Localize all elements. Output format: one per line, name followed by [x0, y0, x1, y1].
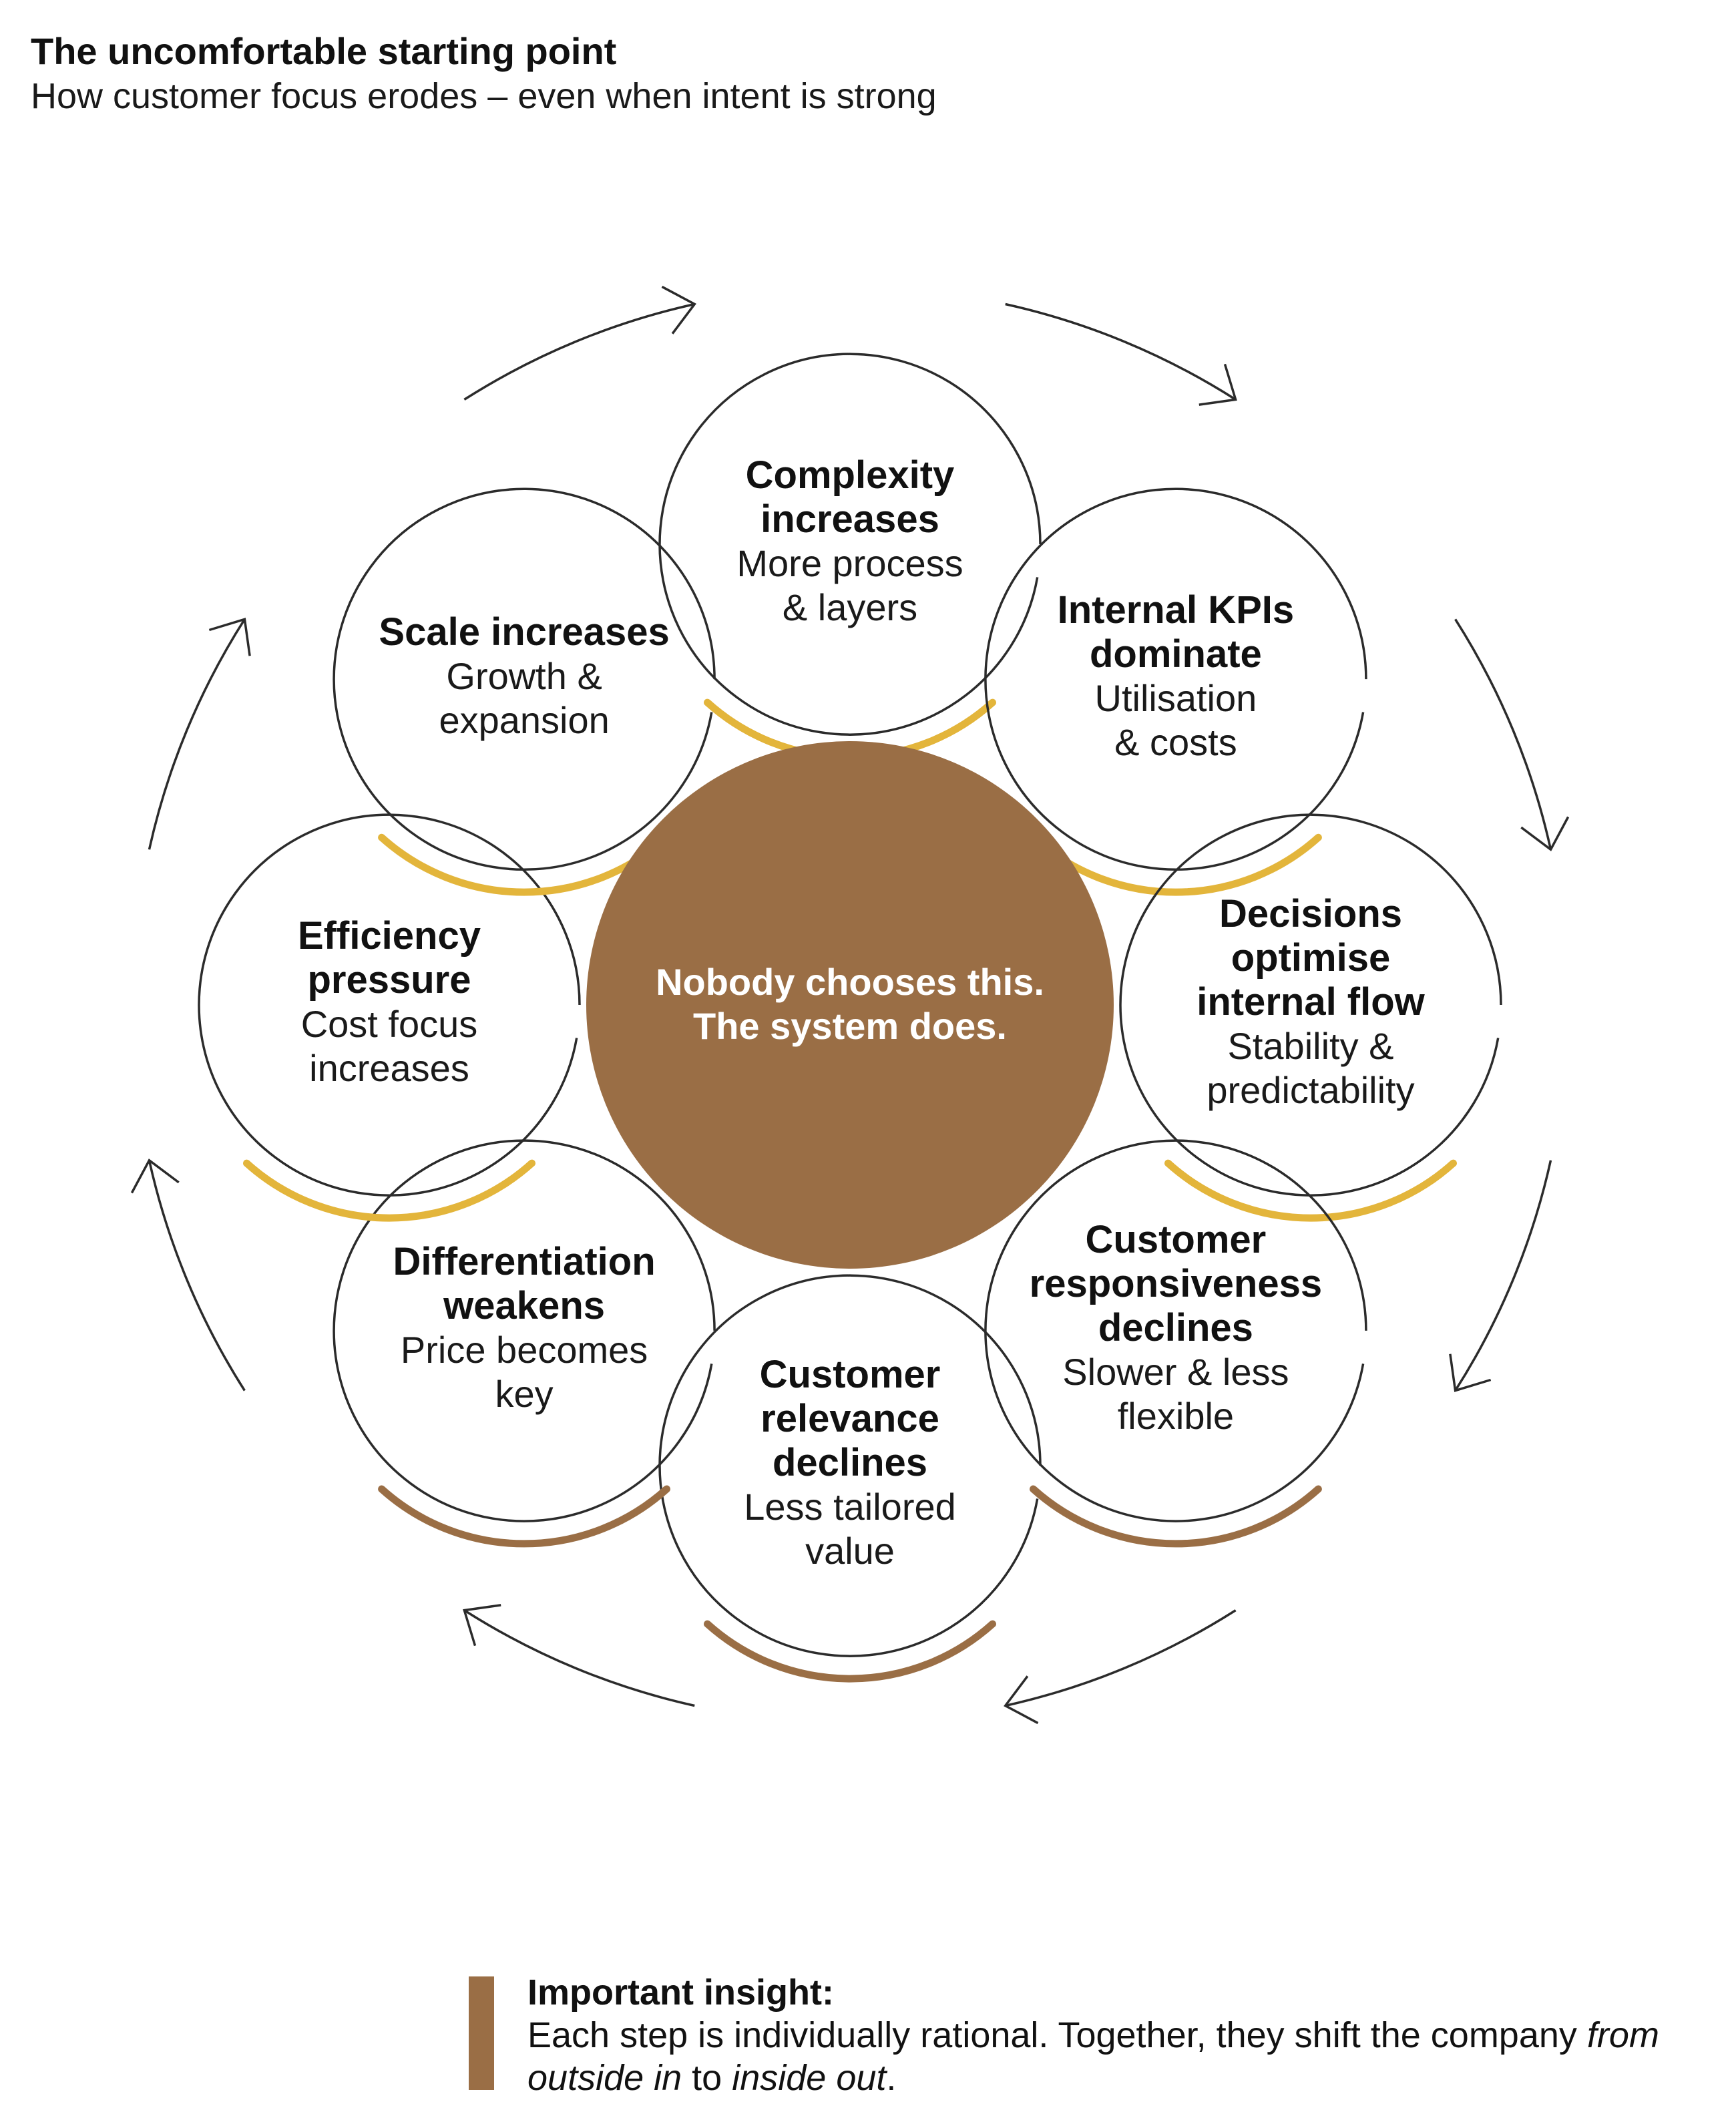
insight-text-middle: to — [682, 2058, 732, 2098]
step-accent-arc — [378, 1485, 670, 1548]
cycle-arrow-4 — [1004, 1609, 1237, 1725]
step-title-line: weakens — [443, 1284, 605, 1327]
arrow-shaft — [148, 618, 246, 850]
step-accent-arc — [1030, 1485, 1322, 1548]
step-circle-outline — [658, 353, 1042, 736]
step-title-line: optimise — [1231, 936, 1391, 980]
step-circle-outline — [333, 487, 716, 871]
step-title-line: pressure — [307, 958, 471, 1002]
step-subtitle-line: expansion — [439, 699, 609, 741]
center-circle — [586, 741, 1114, 1269]
step-title-line: responsiveness — [1030, 1262, 1322, 1305]
arrow-head — [1004, 1675, 1039, 1725]
step-circle-outline — [658, 1274, 1042, 1657]
step-title-line: Internal KPIs — [1058, 588, 1295, 632]
cycle-arrow-5 — [463, 1604, 695, 1707]
diagram-title: The uncomfortable starting point — [31, 30, 617, 72]
step-subtitle-line: & layers — [783, 586, 917, 628]
cycle-arrow-3 — [1449, 1160, 1552, 1392]
arrow-head — [208, 618, 251, 656]
arrow-head — [1449, 1353, 1492, 1392]
step-title-line: internal flow — [1197, 980, 1425, 1024]
step-subtitle-line: increases — [309, 1047, 469, 1089]
step-subtitle-line: flexible — [1118, 1395, 1234, 1437]
step-circle-outline — [984, 1139, 1367, 1522]
arrow-shaft — [463, 302, 695, 401]
step-subtitle-line: More process — [736, 542, 963, 584]
cycle-arrow-8 — [463, 285, 696, 401]
center-hub: Nobody chooses this.The system does. — [586, 741, 1114, 1269]
step-circle-outline — [198, 813, 581, 1197]
insight-emphasis-inside-out: inside out — [732, 2058, 887, 2098]
insight-accent-bar — [469, 1976, 494, 2090]
cycle-arrows — [130, 285, 1570, 1725]
arrow-shaft — [148, 1160, 246, 1392]
step-title-line: Decisions — [1219, 892, 1402, 935]
arrow-head — [661, 285, 696, 335]
step-subtitle-line: value — [805, 1530, 895, 1572]
step-circle-outline — [1119, 813, 1502, 1197]
step-subtitle-line: Utilisation — [1095, 677, 1257, 719]
arrow-head — [130, 1158, 180, 1194]
step-subtitle-line: & costs — [1114, 721, 1237, 763]
step-title-line: relevance — [761, 1397, 939, 1440]
arrow-shaft — [463, 1609, 695, 1707]
arrow-head — [1199, 363, 1237, 406]
step-title-line: Customer — [760, 1353, 941, 1396]
step-subtitle-line: Stability & — [1228, 1025, 1394, 1067]
step-subtitle-line: predictability — [1207, 1069, 1414, 1111]
step-title-line: Complexity — [746, 453, 955, 497]
step-subtitle-line: Slower & less — [1062, 1351, 1289, 1393]
step-title-line: Customer — [1086, 1218, 1267, 1261]
step-accent-arc — [243, 1159, 535, 1222]
step-subtitle-line: Price becomes — [401, 1329, 648, 1371]
insight-callout: Important insight: Each step is individu… — [527, 1971, 1703, 2099]
insight-emphasis-outside-in: from outside in — [527, 2015, 1659, 2098]
arrow-shaft — [1005, 1609, 1237, 1707]
step-title-line: dominate — [1090, 632, 1262, 676]
step-title-line: declines — [1098, 1306, 1253, 1349]
step-subtitle-line: key — [495, 1373, 554, 1415]
insight-label: Important insight: — [527, 1972, 834, 2013]
insight-text-end: . — [886, 2058, 897, 2098]
arrow-head — [463, 1604, 501, 1647]
center-text-line: The system does. — [693, 1005, 1007, 1047]
arrow-head — [1520, 816, 1570, 851]
step-subtitle-line: Cost focus — [301, 1003, 478, 1045]
arrow-shaft — [1454, 1160, 1552, 1392]
step-subtitle-line: Growth & — [446, 655, 602, 697]
step-circle-outline — [333, 1139, 716, 1522]
step-subtitle-line: Less tailored — [744, 1486, 956, 1528]
insight-text-start: Each step is individually rational. Toge… — [527, 2015, 1587, 2055]
cycle-arrow-2 — [1454, 618, 1570, 851]
arrow-shaft — [1454, 618, 1552, 850]
cycle-arrow-7 — [148, 618, 251, 850]
diagram-subtitle: How customer focus erodes – even when in… — [31, 76, 937, 116]
step-title-line: Efficiency — [298, 914, 481, 958]
step-circle-outline — [984, 487, 1367, 871]
cycle-arrow-1 — [1005, 302, 1237, 406]
step-title-line: Differentiation — [393, 1240, 656, 1283]
arrow-shaft — [1005, 302, 1237, 401]
step-title-line: increases — [761, 497, 939, 541]
step-accent-arc — [1164, 1159, 1457, 1222]
step-title-line: declines — [773, 1441, 927, 1484]
step-accent-arc — [704, 1620, 996, 1683]
insight-text: Each step is individually rational. Toge… — [527, 2014, 1703, 2099]
cycle-arrow-6 — [130, 1158, 246, 1392]
step-title-line: Scale increases — [379, 610, 669, 654]
center-text-line: Nobody chooses this. — [656, 961, 1044, 1003]
